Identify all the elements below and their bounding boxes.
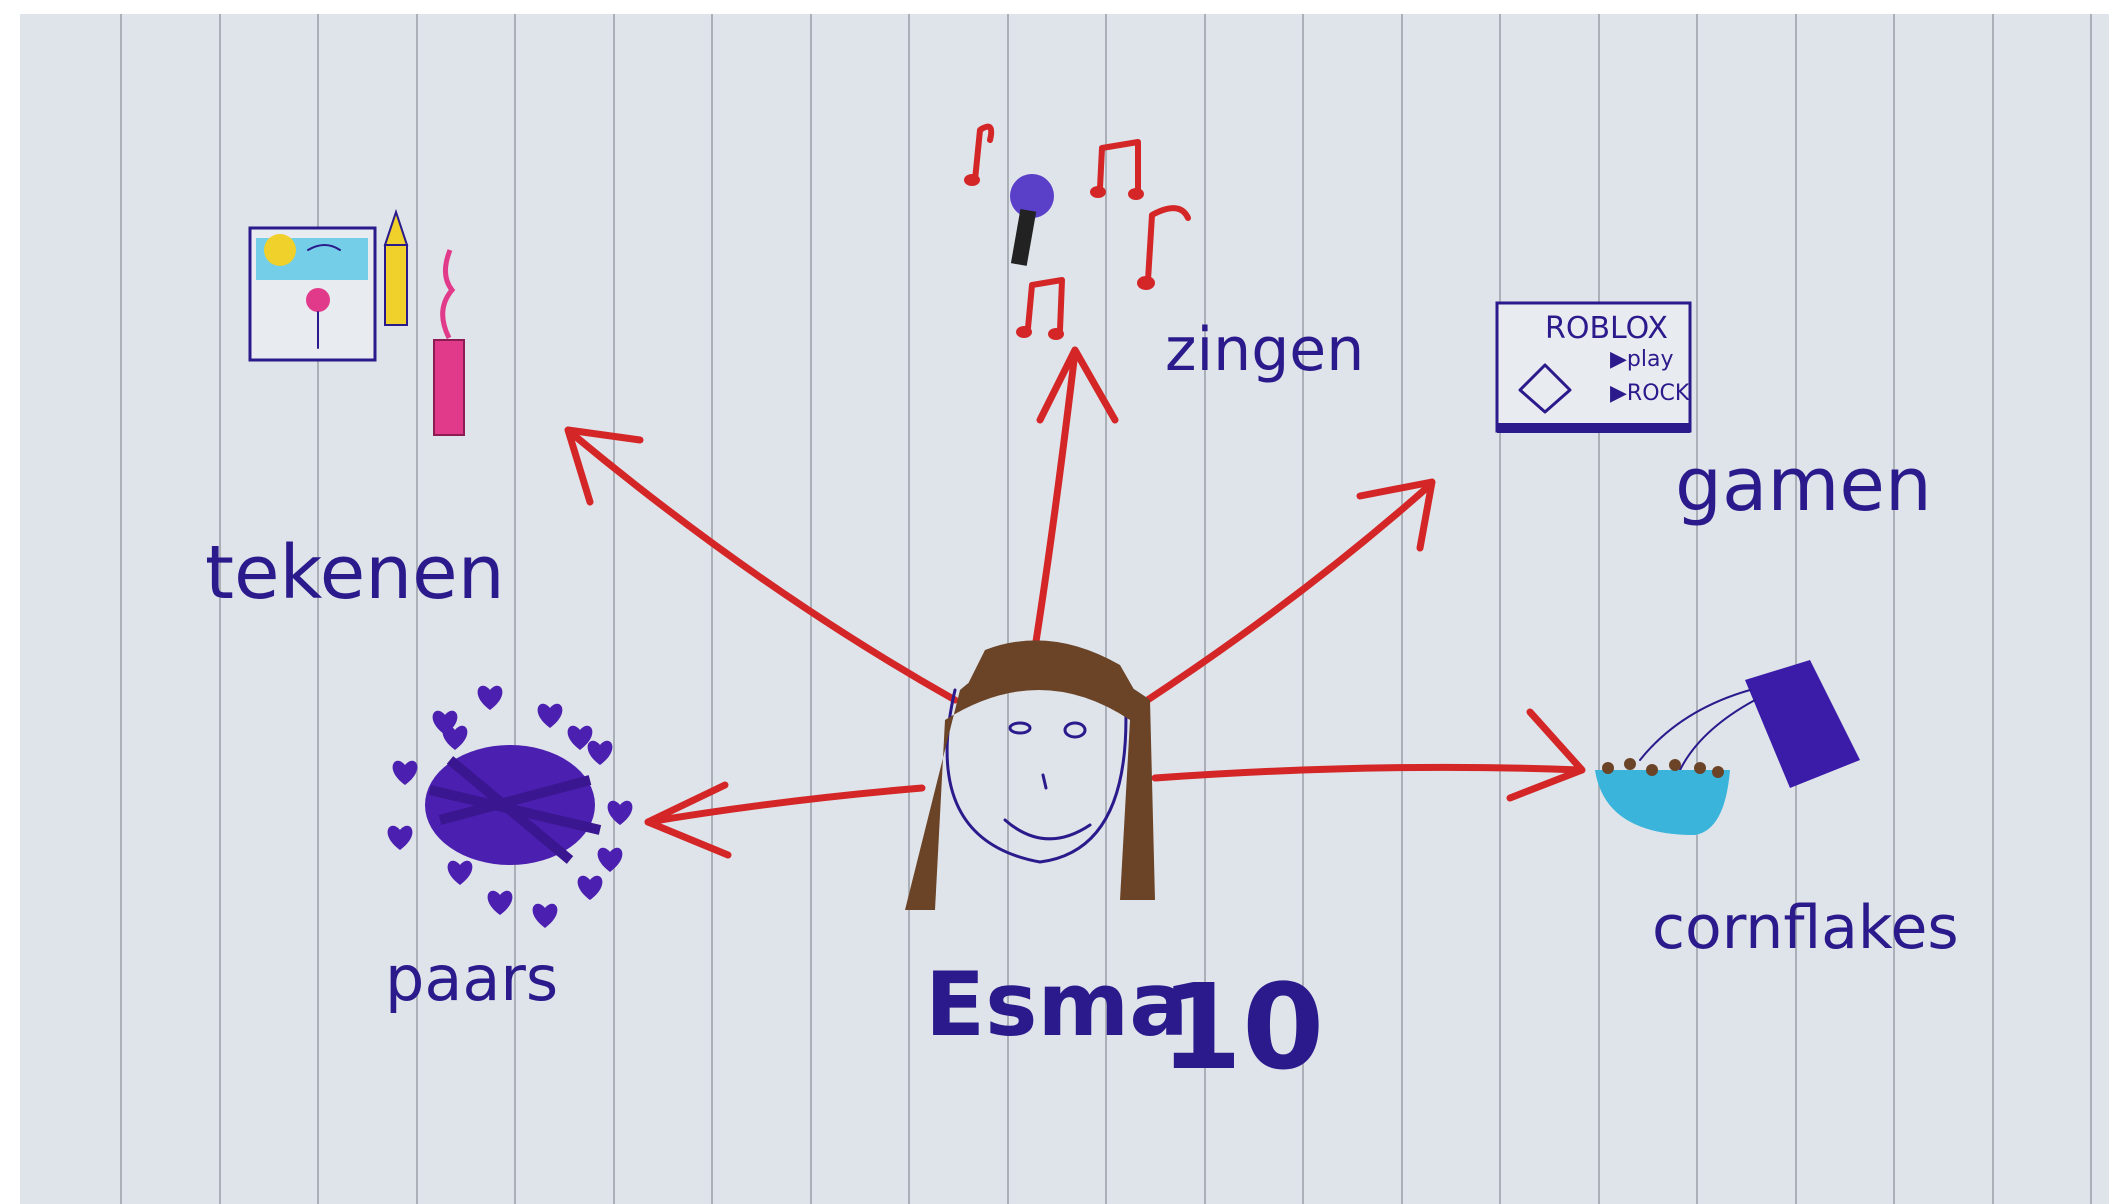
label-zingen: zingen <box>1165 315 1364 385</box>
child-name: Esma <box>925 953 1189 1056</box>
marker-icon <box>433 249 465 436</box>
paper-rule-line <box>1794 14 1797 1204</box>
game-option-play: ▶play <box>1610 347 1674 372</box>
paper-rule-line <box>711 14 713 1204</box>
paper-rule-line <box>218 14 221 1204</box>
heart-icon <box>567 725 593 750</box>
paper-rule-line <box>1400 14 1403 1204</box>
paper-rule-line <box>2090 14 2092 1204</box>
paper-rule-line <box>1991 14 1994 1204</box>
cereal-bowl-icon <box>1595 758 1730 835</box>
paper-rule-line <box>1499 14 1501 1204</box>
cereal-box-icon <box>1639 660 1860 788</box>
paper-rule-line <box>1006 14 1009 1204</box>
arrow-to-paars <box>644 781 926 859</box>
heart-icon <box>597 847 623 872</box>
label-cornflakes: cornflakes <box>1652 893 1959 963</box>
lined-paper <box>20 14 2109 1204</box>
heart-icon <box>392 760 418 785</box>
heart-icon <box>477 685 503 710</box>
microphone-icon <box>1010 174 1054 266</box>
paper-rule-line <box>1696 14 1698 1204</box>
game-screen-icon: ROBLOX ▶play ▶ROCK <box>1495 301 1692 433</box>
heart-icon <box>487 890 513 915</box>
paper-rule-line <box>612 14 615 1204</box>
label-tekenen: tekenen <box>205 530 505 616</box>
paper-rule-line <box>1893 14 1895 1204</box>
paper-rule-line <box>514 14 516 1204</box>
paper-rule-line <box>1203 14 1206 1204</box>
face-drawing <box>905 640 1155 910</box>
game-title: ROBLOX <box>1545 311 1668 346</box>
paper-rule-line <box>1302 14 1304 1204</box>
purple-hearts <box>387 685 633 928</box>
paper-rule-line <box>1105 14 1107 1204</box>
arrow-to-zingen <box>1031 346 1119 652</box>
purple-scribble <box>425 745 602 865</box>
heart-icon <box>532 903 558 928</box>
game-option-rock: ▶ROCK <box>1610 381 1690 406</box>
arrow-to-tekenen <box>564 426 959 704</box>
label-paars: paars <box>385 942 558 1015</box>
heart-icon <box>587 740 613 765</box>
arrow-to-cornflakes <box>1151 708 1586 802</box>
child-age: 10 <box>1160 958 1324 1096</box>
label-gamen: gamen <box>1675 442 1932 528</box>
heart-icon <box>537 703 563 728</box>
paper-rule-line <box>120 14 122 1204</box>
heart-icon <box>577 875 603 900</box>
paper-rule-line <box>908 14 910 1204</box>
heart-icon <box>607 800 633 825</box>
paper-rule-line <box>415 14 418 1204</box>
paper-rule-line <box>317 14 319 1204</box>
drawing-picture-icon <box>248 226 377 362</box>
heart-icon <box>447 860 473 885</box>
pencil-icon <box>383 208 409 326</box>
music-notes-icon <box>964 123 1191 340</box>
heart-icon <box>387 825 413 850</box>
arrow-to-gamen <box>1136 478 1436 709</box>
paper-rule-line <box>1597 14 1600 1204</box>
heart-icon <box>442 725 468 750</box>
